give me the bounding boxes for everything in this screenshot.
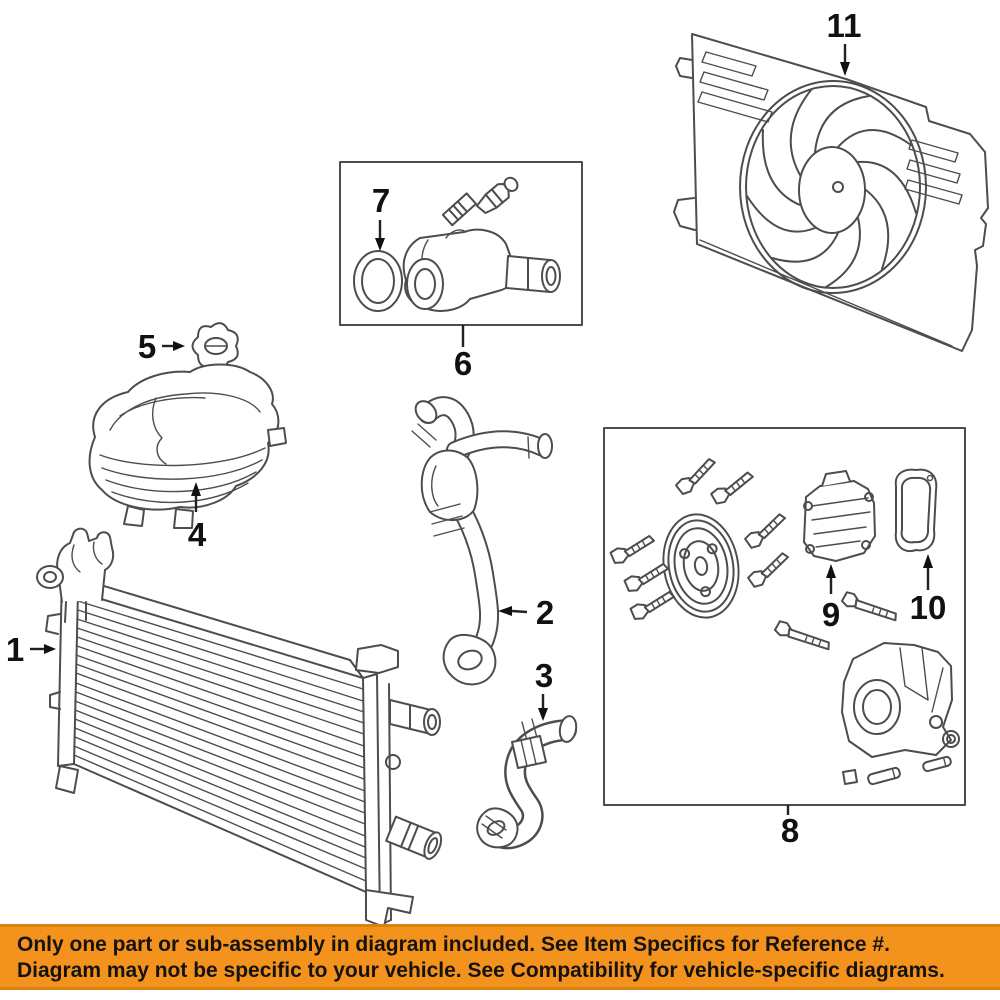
callout-3-arrow (538, 694, 548, 721)
fan-hub (798, 146, 866, 234)
callout-label-8: 8 (781, 812, 799, 849)
radiator-right-tank (355, 644, 443, 928)
callout-label-3: 3 (535, 657, 553, 694)
pump-bolt (747, 552, 790, 588)
callout-label-4: 4 (188, 516, 207, 553)
upper-radiator-hose (411, 396, 553, 686)
radiator-top-header (63, 573, 364, 679)
fan-blades (746, 89, 917, 288)
disclaimer-banner: Only one part or sub-assembly in diagram… (0, 924, 1000, 990)
coolant-reservoir (88, 363, 287, 529)
radiator-core-fins (73, 600, 367, 882)
callout-11-arrow (840, 44, 850, 76)
fan-shroud-top-vents (697, 51, 773, 123)
hose2-right-end (537, 433, 553, 459)
hose3-right-end (558, 715, 578, 743)
pump-bolt (629, 590, 675, 620)
hose3-fitting (511, 735, 547, 769)
thermostat-housing (402, 176, 561, 312)
pump-long-bolt (773, 620, 830, 651)
callout-label-2: 2 (536, 594, 554, 631)
radiator-upper-outlet (389, 699, 441, 736)
callout-label-11: 11 (827, 7, 862, 44)
hose3-bottom-end (476, 807, 519, 849)
callout-4-arrow (191, 482, 201, 512)
fan-shroud-left-tabs (673, 57, 696, 231)
reservoir-ribs (99, 447, 266, 504)
radiator-left-tabs (45, 613, 61, 710)
callout-label-9: 9 (822, 596, 840, 633)
kit-box-8-border (603, 427, 966, 806)
water-outlet-housing (841, 642, 953, 758)
coolant-temp-sensor (475, 176, 519, 215)
hose2-top-end (414, 400, 438, 424)
pump-bolt (710, 471, 754, 505)
banner-line-2: Diagram may not be specific to your vehi… (17, 959, 945, 982)
pump-long-bolt (840, 591, 897, 622)
pump-bolt (744, 513, 787, 549)
dowel-pin (867, 766, 901, 786)
reservoir-body (88, 363, 280, 511)
o-ring-seal (353, 250, 403, 312)
dowel-pin (922, 755, 952, 773)
callout-7-arrow (375, 220, 385, 251)
banner-line-1: Only one part or sub-assembly in diagram… (17, 933, 890, 956)
radiator-upper-bracket (36, 527, 115, 623)
reservoir-cap (191, 322, 239, 371)
pump-bolt (609, 534, 655, 564)
washer (942, 730, 960, 748)
lower-radiator-hose (476, 715, 578, 850)
callout-1-arrow (30, 644, 56, 654)
callout-label-5: 5 (138, 328, 156, 365)
hose2-bottom-elbow (442, 634, 497, 686)
callout-label-7: 7 (372, 182, 390, 219)
right-tank-cap (355, 644, 399, 674)
radiator-left-foot (55, 765, 79, 794)
radiator (36, 527, 443, 928)
reservoir-feet (123, 505, 194, 529)
fan-shroud-right-vents (904, 139, 963, 205)
water-pump (803, 470, 876, 562)
hose2-collar (420, 449, 479, 521)
water-pump-pulley (662, 513, 740, 619)
water-pump-gasket (894, 468, 938, 552)
thermostat-kit-box (339, 161, 583, 326)
fan-shroud-assembly (673, 33, 989, 352)
fan-ring-outer (739, 80, 927, 294)
reservoir-bracket (267, 427, 287, 447)
bleed-fitting (441, 192, 478, 227)
radiator-lower-outlet (385, 815, 443, 860)
fan-ring (745, 85, 921, 289)
kit-box-6-border (339, 161, 583, 326)
radiator-right-foot (365, 889, 414, 928)
small-nut (842, 769, 858, 785)
right-tank-boss (385, 754, 401, 770)
water-pump-kit-box (603, 427, 966, 806)
callout-leaders (30, 44, 933, 815)
callout-label-6: 6 (454, 345, 472, 382)
hose2-clamp (429, 503, 465, 537)
fan-shroud-outline (691, 33, 989, 352)
housing-flange (406, 258, 444, 310)
fan-hub-center (832, 181, 844, 193)
callout-10-arrow (923, 554, 933, 590)
callout-label-1: 1 (6, 631, 24, 668)
callout-9-arrow (826, 564, 836, 594)
callout-label-10: 10 (910, 589, 947, 626)
callout-5-arrow (162, 341, 185, 351)
pump-bolt (675, 458, 716, 496)
pump-bolt (623, 562, 669, 592)
callout-labels: 1 2 3 4 5 6 7 8 9 10 11 (6, 7, 947, 849)
callout-2-arrow (498, 606, 528, 616)
